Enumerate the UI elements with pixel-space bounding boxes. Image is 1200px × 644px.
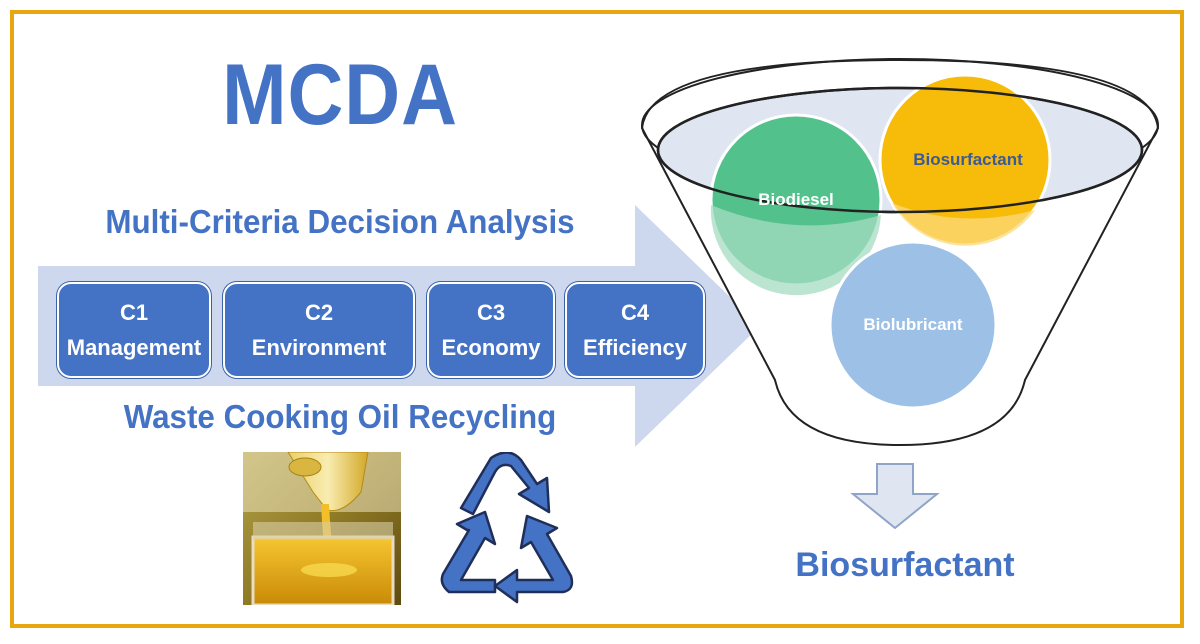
criterion-code: C3 xyxy=(476,299,506,325)
option-biosurfactant xyxy=(878,73,1052,247)
selection-funnel: Biodiesel Biosurfactant Biolubricant xyxy=(640,58,1160,447)
recycle-icon xyxy=(440,452,574,604)
oil-pouring-photo xyxy=(243,452,401,605)
option-label-biosurfactant: Biosurfactant xyxy=(913,150,1023,169)
criterion-label: Management xyxy=(66,335,202,360)
criterion-code: C2 xyxy=(304,299,334,325)
down-arrow-icon xyxy=(850,463,940,530)
option-label-biodiesel: Biodiesel xyxy=(758,190,834,209)
selected-result: Biosurfactant xyxy=(795,546,1015,584)
criterion-code: C1 xyxy=(119,299,149,325)
border-frame xyxy=(10,10,1184,628)
criterion-label: Economy xyxy=(441,335,541,360)
criterion-label: Efficiency xyxy=(583,335,687,360)
criterion-box-c1: C1 Management xyxy=(57,282,211,378)
option-label-biolubricant: Biolubricant xyxy=(863,315,963,334)
criterion-box-c2: C2 Environment xyxy=(223,282,415,378)
criterion-code: C4 xyxy=(620,299,650,325)
bottom-subtitle: Waste Cooking Oil Recycling xyxy=(123,398,557,435)
page-title: MCDA xyxy=(222,47,458,143)
criterion-box-c4: C4 Efficiency xyxy=(565,282,705,378)
criterion-label: Environment xyxy=(251,335,387,360)
option-biolubricant xyxy=(828,240,998,410)
option-biodiesel xyxy=(709,113,883,296)
criterion-box-c3: C3 Economy xyxy=(427,282,555,378)
subtitle: Multi-Criteria Decision Analysis xyxy=(105,203,575,240)
